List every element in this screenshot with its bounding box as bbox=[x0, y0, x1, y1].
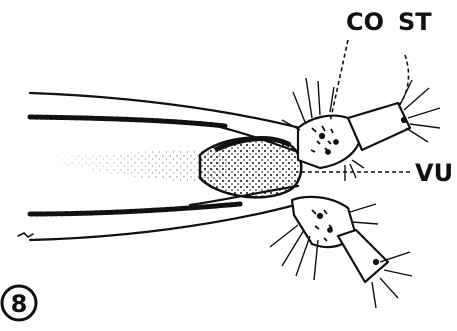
figure-number: 8 bbox=[11, 290, 28, 318]
style-lower bbox=[338, 230, 388, 282]
label-st: ST bbox=[398, 8, 432, 36]
upper-dorsal-band bbox=[30, 117, 225, 126]
co-leader bbox=[330, 40, 348, 122]
central-lobe bbox=[30, 138, 301, 198]
vu-lobe bbox=[200, 138, 301, 198]
lower-dorsal-band bbox=[30, 204, 240, 214]
label-co: CO bbox=[346, 8, 384, 36]
label-vu: VU bbox=[415, 159, 453, 187]
lower-appendage bbox=[270, 197, 412, 308]
st-leader bbox=[398, 55, 409, 106]
figure-number-badge: 8 bbox=[2, 286, 36, 320]
